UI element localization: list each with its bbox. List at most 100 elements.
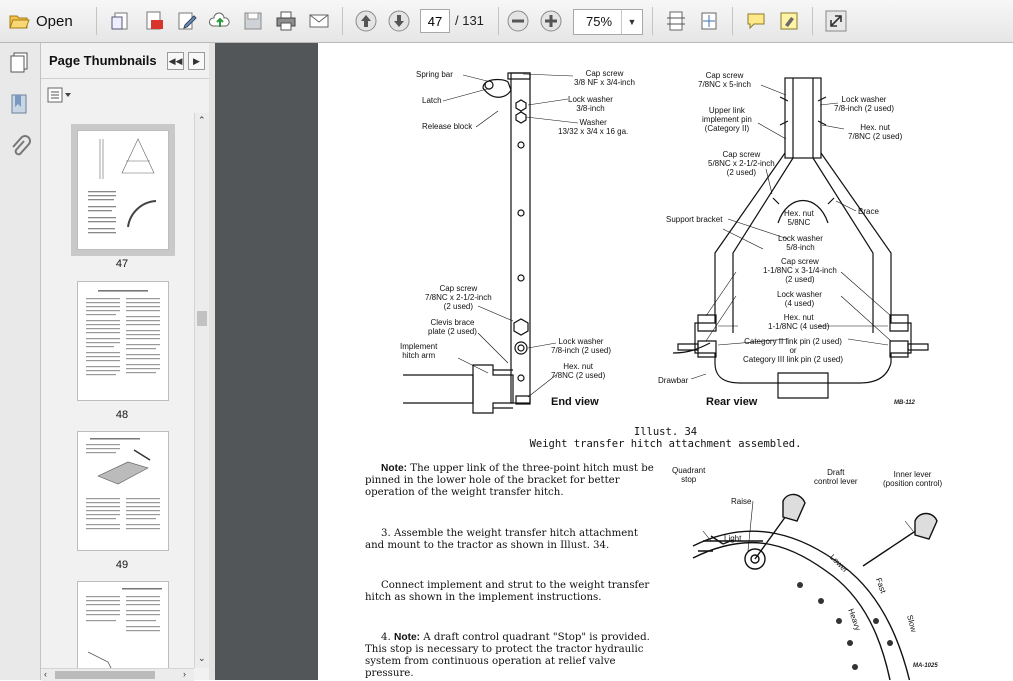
label-lock-washer-4: Lock washer(4 used) [777,290,822,308]
thumbnail-list: 47 48 [41,113,193,668]
paragraph-connect: Connect implement and strut to the weigh… [365,580,650,603]
thumbnail-label-47: 47 [115,258,129,270]
page-total: / 131 [455,13,484,28]
thumbnail-vertical-scrollbar[interactable]: ⌃ ⌄ [194,113,209,668]
thumbnail-page-49[interactable] [77,431,169,551]
label-spring-bar: Spring bar [416,70,453,79]
thumbnail-page-48[interactable] [77,281,169,401]
expand-button[interactable] [823,8,849,34]
previous-page-button[interactable] [353,8,379,34]
scroll-left-arrow-icon[interactable]: ‹ [44,669,47,679]
thumbnail-page-50[interactable] [77,581,169,668]
navigation-rail [0,43,41,680]
scroll-down-arrow-icon[interactable]: ⌄ [198,653,206,663]
toolbar-separator [732,7,733,35]
bookmark-icon[interactable] [10,93,30,117]
thumbnail-options-button[interactable] [47,87,73,108]
save-icon [244,12,262,30]
fit-width-button[interactable] [663,8,689,34]
zoom-out-button[interactable] [505,8,531,34]
save-button[interactable] [240,8,266,34]
rear-view-drawing [672,77,929,399]
open-label: Open [36,12,73,30]
page-number-input[interactable] [420,9,450,33]
thumbnail-page-47[interactable] [71,124,175,256]
step-4-note-label: Note: [393,632,421,643]
highlight-button[interactable] [776,8,802,34]
paragraph-step-3: 3. Assemble the weight transfer hitch at… [365,528,638,551]
end-view-drawing [403,72,579,414]
email-button[interactable] [306,8,332,34]
scroll-up-arrow-icon[interactable]: ⌃ [198,115,206,125]
scroll-right-arrow-icon[interactable]: › [183,669,186,679]
label-support-bracket: Support bracket [666,215,723,224]
thumbnail-horizontal-scrollbar[interactable]: ‹ › [41,668,194,681]
label-latch: Latch [422,96,442,105]
thumbnail-preview [86,290,160,376]
edit-icon [178,12,197,30]
upload-button[interactable] [207,8,233,34]
illustration-caption: Weight transfer hitch attachment assembl… [529,438,802,450]
scrollbar-thumb[interactable] [197,311,207,326]
thumbnail-preview [86,438,160,530]
collapse-panel-button[interactable]: ◀◀ [167,52,184,70]
main-toolbar: Open [0,0,1013,43]
toolbar-separator [812,7,813,35]
label-release-block: Release block [422,122,473,131]
pdf-export-button[interactable] [141,8,167,34]
edit-button[interactable] [174,8,200,34]
scrollbar-thumb[interactable] [55,671,155,679]
page-thumbnails-icon[interactable] [9,51,31,73]
comment-button[interactable] [743,8,769,34]
thumbnail-preview [86,588,162,668]
step-4-text: A draft control quadrant "Stop" is provi… [365,632,650,679]
email-icon [309,14,329,28]
label-light: Light [724,534,742,543]
zoom-select[interactable]: 75% ▼ [573,9,643,35]
label-drawbar: Drawbar [658,376,689,385]
pdf-export-icon [146,11,163,30]
rear-view-title: Rear view [706,396,758,408]
fit-page-button[interactable] [696,8,722,34]
paragraph-step-4: 4. Note: A draft control quadrant "Stop"… [365,632,655,680]
zoom-value: 75% [586,14,613,29]
print-button[interactable] [273,8,299,34]
drawing-code-mb112: MB-112 [894,400,915,406]
upload-icon [209,12,230,27]
options-menu-icon [47,87,71,103]
label-inner-lever: Inner lever(position control) [883,470,943,488]
zoom-in-icon [540,10,562,32]
fit-page-icon [701,12,717,30]
create-button[interactable] [108,8,134,34]
step-4-prefix: 4. [381,632,391,643]
label-brace: Brace [858,207,879,216]
zoom-out-icon [507,10,529,32]
open-button[interactable]: Open [8,8,73,34]
toolbar-separator [342,7,343,35]
thumbnail-label-49: 49 [115,559,129,571]
toolbar-separator [96,7,97,35]
open-folder-icon [9,15,30,29]
close-panel-button[interactable]: ▶ [188,52,205,70]
panel-title: Page Thumbnails [49,53,157,68]
panel-splitter[interactable] [209,43,215,680]
chevron-down-icon[interactable]: ▼ [621,10,642,34]
next-page-button[interactable] [386,8,412,34]
attachment-icon[interactable] [9,135,31,159]
create-icon [111,12,128,30]
zoom-in-button[interactable] [538,8,564,34]
document-page: Spring bar Latch Release block Cap screw… [318,43,1013,680]
thumbnail-preview [88,138,157,234]
